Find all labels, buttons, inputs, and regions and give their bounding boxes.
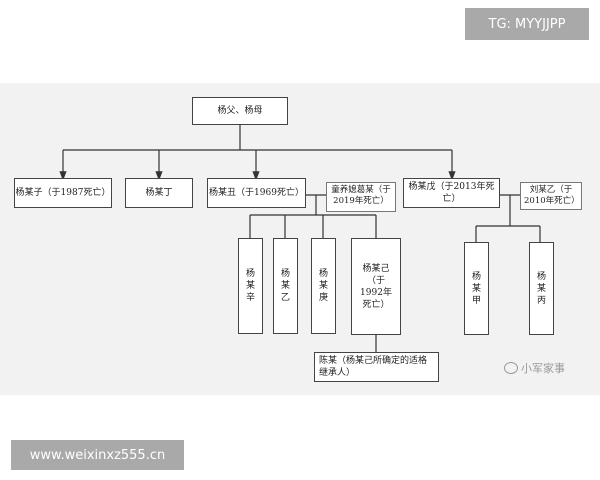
node-gc-jia-label: 杨某甲 <box>471 271 481 306</box>
tag-top-right-text: TG: MYYJJPP <box>488 16 566 32</box>
node-child-ding: 杨某丁 <box>125 178 193 208</box>
node-heir-label: 陈某（杨某己所确定的适格继承人） <box>319 356 428 378</box>
tag-top-right: TG: MYYJJPP <box>465 8 589 40</box>
watermark: 小军家事 <box>504 360 565 376</box>
watermark-text: 小军家事 <box>521 362 565 375</box>
node-gc-xin-label: 杨某辛 <box>245 269 255 303</box>
node-gc-geng-label: 杨某庚 <box>318 269 328 303</box>
node-child-wu-label: 杨某戊（于2013年死亡） <box>408 182 495 204</box>
node-gc-bing-label: 杨某丙 <box>536 271 546 306</box>
node-gc-ji-label: 杨某己（于1992年死亡） <box>360 263 392 310</box>
tag-bottom-left-text: www.weixinxz555.cn <box>29 447 166 463</box>
node-gc-ji: 杨某己（于1992年死亡） <box>351 238 401 335</box>
node-gc-bing: 杨某丙 <box>529 242 554 335</box>
node-child-ding-label: 杨某丁 <box>145 188 173 198</box>
node-parents: 杨父、杨母 <box>192 97 288 125</box>
node-gc-geng: 杨某庚 <box>311 238 336 334</box>
node-child-chou-label: 杨某丑（于1969死亡） <box>209 188 304 198</box>
node-gc-jia: 杨某甲 <box>464 242 489 335</box>
node-parents-label: 杨父、杨母 <box>217 106 263 116</box>
node-child-zi: 杨某子（于1987死亡） <box>14 178 112 208</box>
tag-bottom-left: www.weixinxz555.cn <box>11 440 184 470</box>
node-chou-spouse: 童养媳葛某（于2019年死亡） <box>326 182 396 212</box>
node-child-chou: 杨某丑（于1969死亡） <box>207 178 306 208</box>
node-child-zi-label: 杨某子（于1987死亡） <box>15 188 111 198</box>
node-chou-spouse-label: 童养媳葛某（于2019年死亡） <box>331 185 391 206</box>
node-heir: 陈某（杨某己所确定的适格继承人） <box>314 352 439 382</box>
wechat-icon <box>504 362 518 374</box>
node-gc-yi: 杨某乙 <box>273 238 298 334</box>
node-gc-yi-label: 杨某乙 <box>280 269 290 303</box>
node-child-wu: 杨某戊（于2013年死亡） <box>403 178 500 208</box>
node-wu-spouse-label: 刘某乙（于2010年死亡） <box>524 185 580 206</box>
diagram-panel <box>0 83 600 395</box>
node-gc-xin: 杨某辛 <box>238 238 263 334</box>
node-wu-spouse: 刘某乙（于2010年死亡） <box>520 182 582 210</box>
